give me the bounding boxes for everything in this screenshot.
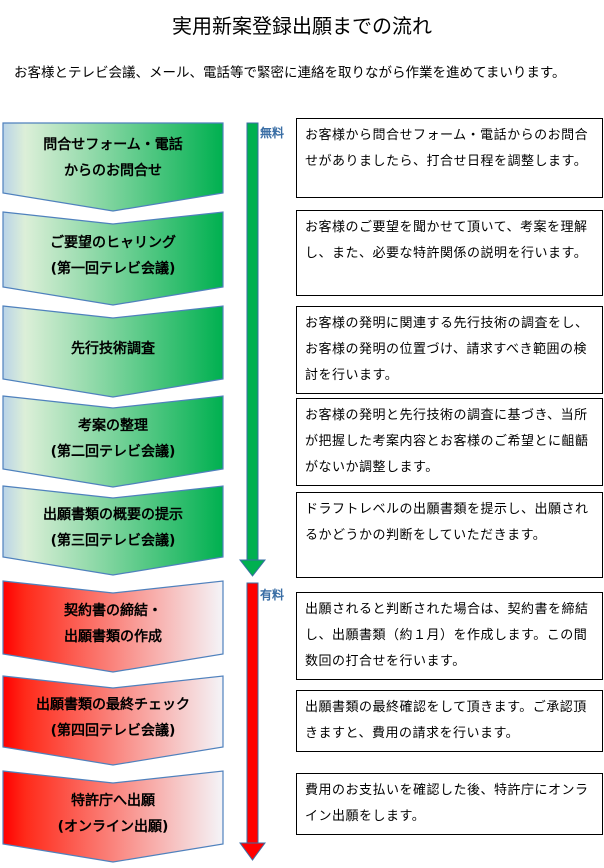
step-line1: 考案の整理 bbox=[3, 413, 223, 439]
paid-arrow-head bbox=[240, 843, 265, 860]
step-label: 出願書類の最終チェック(第四回テレビ会議) bbox=[3, 692, 223, 744]
step-description: お客様の発明に関連する先行技術の調査をし、お客様の発明の位置づけ、請求すべき範囲… bbox=[296, 306, 603, 394]
step-label: 問合せフォーム・電話からのお問合せ bbox=[3, 132, 223, 184]
step-line2: (第三回テレビ会議) bbox=[3, 528, 223, 554]
step-label: 特許庁へ出願(オンライン出願) bbox=[3, 788, 223, 840]
step-line2: (オンライン出願) bbox=[3, 814, 223, 840]
free-arrow-shaft bbox=[247, 123, 258, 563]
step-line2: 出願書類の作成 bbox=[3, 624, 223, 650]
step-description: 出願書類の最終確認をして頂きます。ご承認頂きますと、費用の請求を行います。 bbox=[296, 690, 603, 752]
step-label: 出願書類の概要の提示(第三回テレビ会議) bbox=[3, 502, 223, 554]
step-line1: 出願書類の最終チェック bbox=[3, 692, 223, 718]
free-arrow-head bbox=[240, 560, 265, 576]
step-line1: 問合せフォーム・電話 bbox=[3, 132, 223, 158]
step-description: お客様のご要望を聞かせて頂いて、考案を理解し、また、必要な特許関係の説明を行いま… bbox=[296, 210, 603, 296]
step-line2: (第一回テレビ会議) bbox=[3, 256, 223, 282]
step-line2: (第四回テレビ会議) bbox=[3, 718, 223, 744]
step-line1: 特許庁へ出願 bbox=[3, 788, 223, 814]
step-label: 先行技術調査 bbox=[3, 336, 223, 362]
step-line2: からのお問合せ bbox=[3, 158, 223, 184]
step-line1: 先行技術調査 bbox=[3, 336, 223, 362]
step-description: 費用のお支払いを確認した後、特許庁にオンライン出願をします。 bbox=[296, 773, 603, 835]
paid-label: 有料 bbox=[260, 586, 284, 603]
step-label: ご要望のヒャリング(第一回テレビ会議) bbox=[3, 230, 223, 282]
step-line1: 出願書類の概要の提示 bbox=[3, 502, 223, 528]
step-line2: (第二回テレビ会議) bbox=[3, 439, 223, 465]
free-label: 無料 bbox=[260, 124, 284, 141]
step-description: ドラフトレベルの出願書類を提示し、出願されるかどうかの判断をしていただきます。 bbox=[296, 492, 603, 578]
step-description: お客様の発明と先行技術の調査に基づき、当所が把握した考案内容とお客様のご希望とに… bbox=[296, 398, 603, 486]
step-description: 出願されると判断された場合は、契約書を締結し、出願書類（約１月）を作成します。こ… bbox=[296, 592, 603, 680]
paid-arrow-shaft bbox=[247, 583, 258, 845]
step-line1: ご要望のヒャリング bbox=[3, 230, 223, 256]
step-label: 考案の整理(第二回テレビ会議) bbox=[3, 413, 223, 465]
step-label: 契約書の締結・出願書類の作成 bbox=[3, 598, 223, 650]
step-description: お客様から問合せフォーム・電話からのお問合せがありましたら、打合せ日程を調整しま… bbox=[296, 118, 603, 198]
step-line1: 契約書の締結・ bbox=[3, 598, 223, 624]
